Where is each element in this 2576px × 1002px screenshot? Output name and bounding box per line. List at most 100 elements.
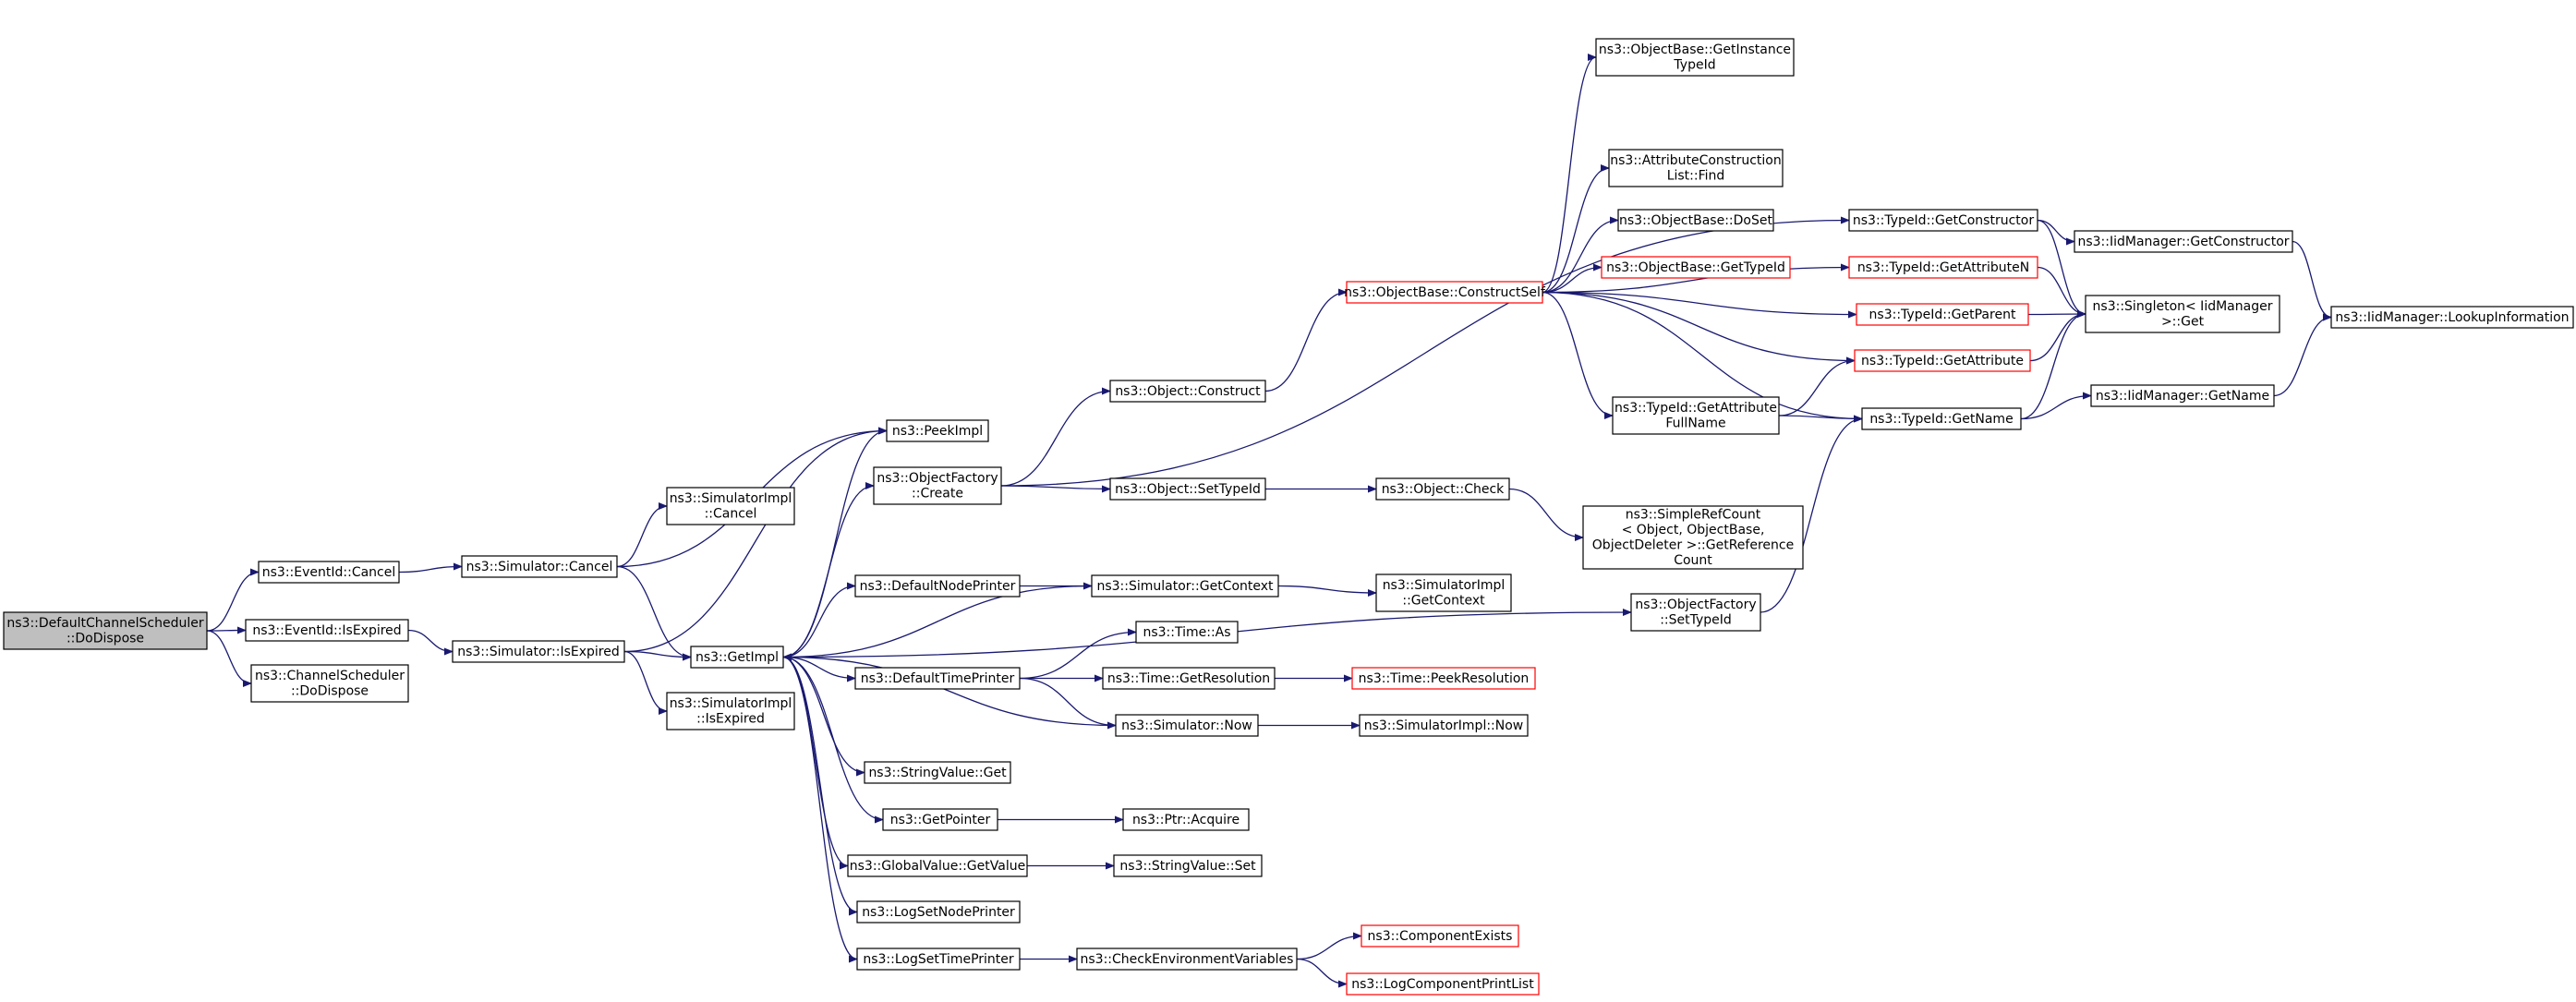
node-label-line: TypeId — [1673, 58, 1715, 73]
edge-simulator-isexpired-to-peekimpl — [623, 427, 888, 653]
node-getpointer[interactable]: ns3::GetPointer — [882, 808, 998, 831]
node-box — [1375, 573, 1512, 612]
node-box — [2085, 295, 2280, 333]
node-simplerefcount-getrefcount[interactable]: ns3::SimpleRefCount< Object, ObjectBase,… — [1582, 505, 1804, 570]
node-label-line: ns3::AttributeConstruction — [1610, 153, 1781, 168]
node-eventid-isexpired[interactable]: ns3::EventId::IsExpired — [245, 619, 409, 642]
node-checkenvvars[interactable]: ns3::CheckEnvironmentVariables — [1076, 948, 1298, 971]
node-typeid-getparent[interactable]: ns3::TypeId::GetParent — [1856, 303, 2029, 326]
node-time-peekresolution[interactable]: ns3::Time::PeekResolution — [1351, 667, 1536, 690]
node-object-check[interactable]: ns3::Object::Check — [1375, 477, 1510, 501]
node-objectbase-constructself[interactable]: ns3::ObjectBase::ConstructSelf — [1344, 281, 1546, 304]
edge-objectfactory-create-to-object-settypeid — [1000, 485, 1111, 493]
node-box — [856, 900, 1021, 924]
node-logsetnodeprinter[interactable]: ns3::LogSetNodePrinter — [856, 900, 1021, 924]
node-objectbase-doset[interactable]: ns3::ObjectBase::DoSet — [1617, 209, 1774, 232]
node-logcomponentprintlist[interactable]: ns3::LogComponentPrintList — [1346, 972, 1540, 996]
node-time-getresolution[interactable]: ns3::Time::GetResolution — [1102, 667, 1276, 690]
edge-getimpl-to-defaultnodeprinter — [782, 582, 856, 658]
node-label-line: ::Cancel — [705, 507, 757, 522]
node-box — [1848, 256, 2038, 279]
node-defaulttimeprinter[interactable]: ns3::DefaultTimePrinter — [854, 667, 1021, 690]
edge-defaulttimeprinter-to-time-as — [1019, 628, 1137, 680]
node-box — [1122, 808, 1250, 831]
node-channelscheduler-dodispose[interactable]: ns3::ChannelScheduler::DoDispose — [250, 664, 409, 703]
edge-simulator-getcontext-to-getimpl — [782, 585, 1093, 661]
edge-object-check-to-simplerefcount-getrefcount — [1508, 488, 1584, 541]
node-globalvalue-getvalue[interactable]: ns3::GlobalValue::GetValue — [847, 854, 1028, 877]
node-stringvalue-get[interactable]: ns3::StringValue::Get — [864, 761, 1011, 784]
node-box — [1595, 38, 1795, 77]
node-logsettimeprinter[interactable]: ns3::LogSetTimePrinter — [856, 948, 1021, 971]
node-label-line: ns3::Simulator::Cancel — [466, 560, 613, 574]
node-typeid-getattributen[interactable]: ns3::TypeId::GetAttributeN — [1848, 256, 2038, 279]
node-componentexists[interactable]: ns3::ComponentExists — [1361, 924, 1519, 948]
edge-typeid-getattributen-to-singleton-get — [2037, 266, 2086, 318]
node-box — [452, 640, 625, 663]
node-simimpl-isexpired[interactable]: ns3::SimulatorImpl::IsExpired — [666, 692, 795, 730]
edge-getimpl-to-logsetnodeprinter — [782, 656, 858, 916]
node-object-construct[interactable]: ns3::Object::Construct — [1109, 380, 1266, 403]
node-simimpl-now[interactable]: ns3::SimulatorImpl::Now — [1359, 714, 1529, 737]
edge-typeid-getconstructor-to-iidmanager-getconstructor — [2037, 219, 2075, 246]
node-box — [854, 574, 1021, 598]
node-typeid-getname[interactable]: ns3::TypeId::GetName — [1861, 407, 2022, 430]
node-box — [882, 808, 998, 831]
node-label-line: ns3::SimulatorImpl — [1383, 578, 1506, 593]
node-label-line: ns3::IidManager::GetName — [2096, 389, 2269, 404]
node-iidmanager-getconstructor[interactable]: ns3::IidManager::GetConstructor — [2074, 230, 2293, 253]
edge-typeid-getname-to-singleton-get — [2020, 310, 2086, 420]
node-typeid-getconstructor[interactable]: ns3::TypeId::GetConstructor — [1848, 209, 2038, 232]
node-iidmanager-getname[interactable]: ns3::IidManager::GetName — [2090, 384, 2275, 407]
node-simulator-isexpired[interactable]: ns3::Simulator::IsExpired — [452, 640, 625, 663]
node-typeid-getattribute[interactable]: ns3::TypeId::GetAttribute — [1854, 349, 2031, 372]
node-simimpl-cancel[interactable]: ns3::SimulatorImpl::Cancel — [666, 487, 795, 525]
node-ptr-acquire[interactable]: ns3::Ptr::Acquire — [1122, 808, 1250, 831]
node-box — [1861, 407, 2022, 430]
node-object-settypeid[interactable]: ns3::Object::SetTypeId — [1109, 477, 1266, 501]
edge-simulator-isexpired-to-simimpl-isexpired — [623, 650, 668, 715]
node-peekimpl[interactable]: ns3::PeekImpl — [886, 419, 989, 442]
node-label-line: ns3::Ptr::Acquire — [1132, 813, 1240, 827]
node-label-line: ns3::DefaultChannelScheduler — [6, 616, 203, 631]
edge-objectbase-constructself-to-typeid-getparent — [1542, 291, 1857, 319]
node-simulator-cancel[interactable]: ns3::Simulator::Cancel — [461, 555, 618, 578]
node-singleton-get[interactable]: ns3::Singleton< IidManager>::Get — [2085, 295, 2280, 333]
edge-objectbase-constructself-to-typeid-getattributefullname — [1542, 291, 1614, 419]
edge-object-construct-to-objectbase-constructself — [1264, 288, 1348, 392]
node-objectfactory-settypeid[interactable]: ns3::ObjectFactory::SetTypeId — [1630, 593, 1761, 632]
node-box — [1608, 149, 1784, 187]
node-label-line: ObjectDeleter >::GetReference — [1592, 538, 1794, 553]
edge-objectfactory-settypeid-to-typeid-getname — [1760, 415, 1863, 613]
node-getimpl[interactable]: ns3::GetImpl — [690, 646, 784, 669]
node-objectbase-gettypeid[interactable]: ns3::ObjectBase::GetTypeId — [1601, 256, 1791, 279]
node-label-line: ns3::TypeId::GetName — [1869, 412, 2013, 427]
node-box — [1375, 477, 1510, 501]
node-simulator-getcontext[interactable]: ns3::Simulator::GetContext — [1091, 574, 1279, 598]
node-label-line: ns3::LogSetTimePrinter — [863, 952, 1014, 967]
node-iidmanager-lookupinformation[interactable]: ns3::IidManager::LookupInformation — [2330, 306, 2574, 329]
node-simulator-now[interactable]: ns3::Simulator::Now — [1115, 714, 1259, 737]
node-root[interactable]: ns3::DefaultChannelScheduler::DoDispose — [3, 611, 208, 650]
node-box — [1617, 209, 1774, 232]
node-box — [847, 854, 1028, 877]
node-box — [1109, 380, 1266, 403]
node-simimpl-getcontext[interactable]: ns3::SimulatorImpl::GetContext — [1375, 573, 1512, 612]
node-label-line: List::Find — [1667, 169, 1725, 184]
node-box — [2330, 306, 2574, 329]
edge-getimpl-to-peekimpl — [782, 427, 888, 658]
node-eventid-cancel[interactable]: ns3::EventId::Cancel — [258, 561, 400, 584]
edge-root-to-eventid-cancel — [206, 568, 260, 632]
node-defaultnodeprinter[interactable]: ns3::DefaultNodePrinter — [854, 574, 1021, 598]
node-label-line: ns3::SimulatorImpl — [670, 696, 792, 711]
node-label-line: ::Create — [912, 487, 963, 501]
node-box — [1601, 256, 1791, 279]
node-label-line: ns3::SimulatorImpl — [670, 491, 792, 506]
node-label-line: ns3::Singleton< IidManager — [2093, 299, 2273, 314]
node-objectfactory-create[interactable]: ns3::ObjectFactory::Create — [873, 466, 1002, 505]
node-time-as[interactable]: ns3::Time::As — [1135, 621, 1239, 644]
node-stringvalue-set[interactable]: ns3::StringValue::Set — [1113, 854, 1263, 877]
